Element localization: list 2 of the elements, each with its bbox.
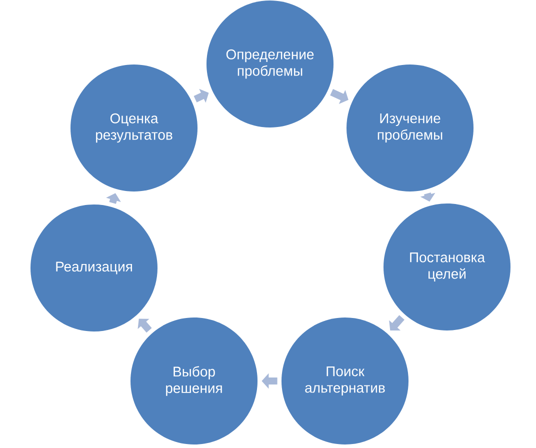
arrow bbox=[389, 315, 404, 331]
arrow bbox=[138, 318, 152, 333]
